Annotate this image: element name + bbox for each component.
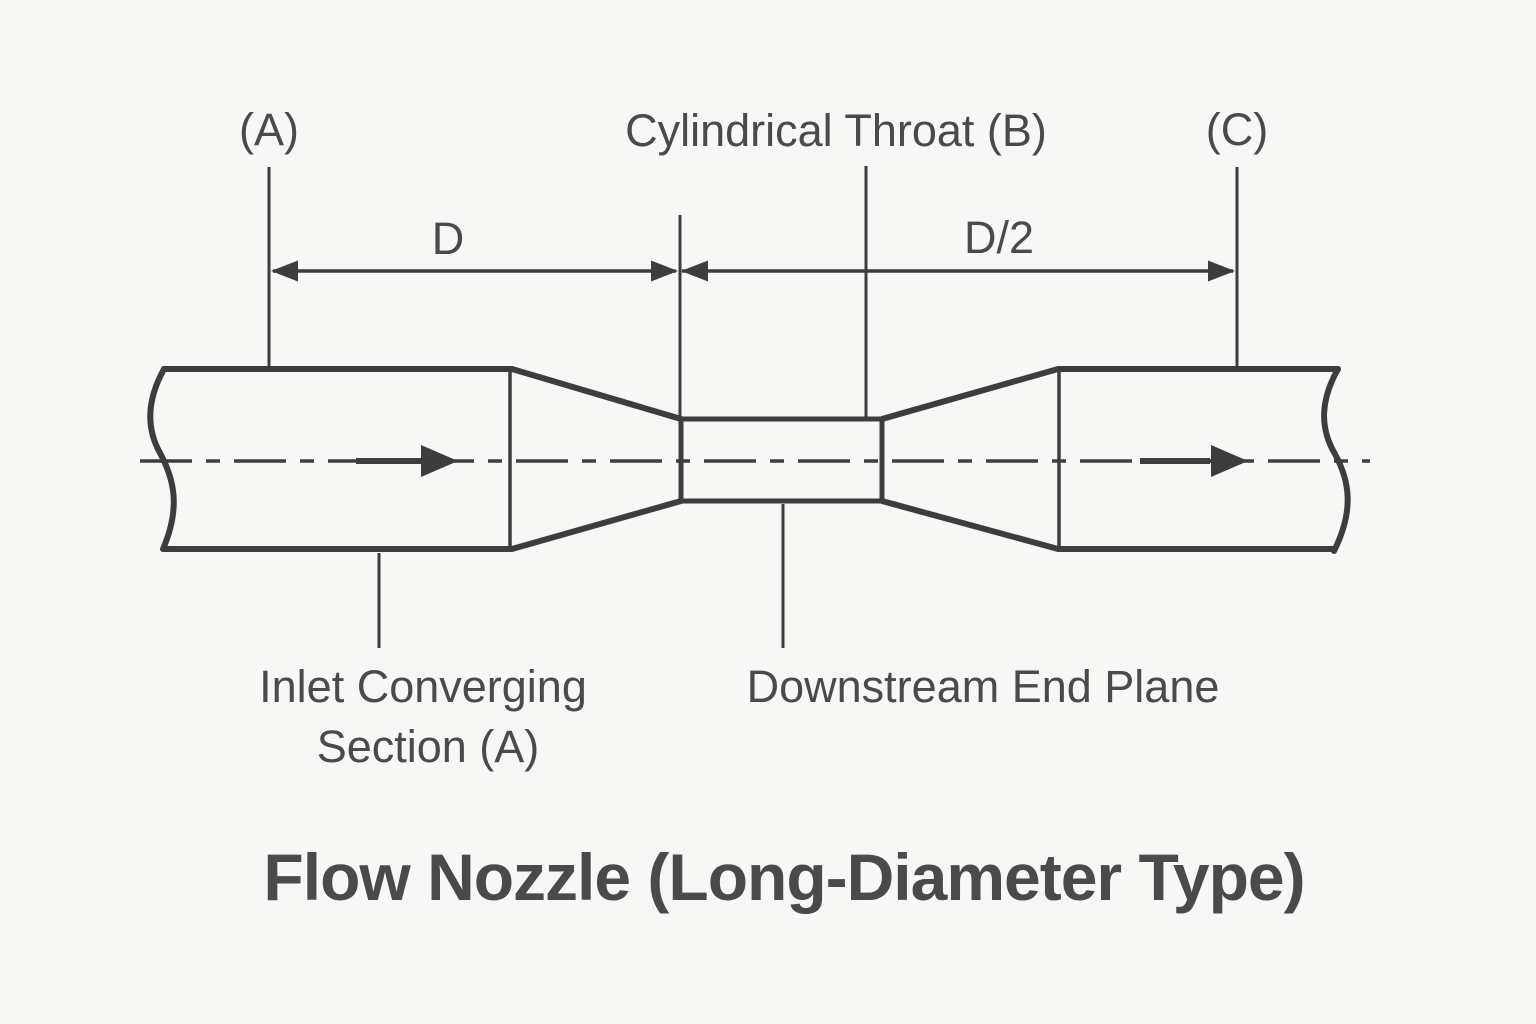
leader-lines — [267, 166, 1239, 648]
flow-arrow-left-head-icon — [421, 445, 458, 477]
flow-arrow-right-head-icon — [1211, 445, 1248, 477]
label-cylindrical-throat: Cylindrical Throat (B) — [625, 105, 1047, 156]
pipe-outline — [147, 366, 1351, 554]
left-pipe-bottom-wall — [161, 498, 684, 552]
diagram-labels: (A) Cylindrical Throat (B) (C) Inlet Con… — [239, 104, 1268, 772]
label-inlet-converging-line2: Section (A) — [317, 721, 540, 772]
flow-direction-arrow-left — [356, 445, 458, 477]
dimension-d-arrowhead-left-icon — [271, 260, 298, 282]
flow-direction-arrow-right — [1140, 445, 1248, 477]
left-pipe-top-wall — [161, 366, 684, 422]
dimension-d-half-label: D/2 — [964, 212, 1034, 263]
pipe-centerline-group — [140, 445, 1370, 477]
right-pipe-break-line — [1321, 366, 1351, 554]
label-inlet-converging-line1: Inlet Converging — [259, 661, 587, 712]
right-pipe-top-wall — [879, 366, 1341, 422]
label-downstream-end-plane: Downstream End Plane — [747, 661, 1220, 712]
diagram-title: Flow Nozzle (Long-Diameter Type) — [263, 840, 1304, 914]
dimension-d-half-arrowhead-right-icon — [1208, 260, 1235, 282]
label-point-a: (A) — [239, 104, 299, 155]
dimension-d-half-arrowhead-left-icon — [681, 260, 708, 282]
right-pipe-bottom-wall — [879, 498, 1337, 552]
dimension-d: D — [271, 213, 678, 282]
dimension-d-label: D — [432, 213, 465, 264]
dimension-d-half: D/2 — [681, 212, 1235, 282]
label-point-c: (C) — [1206, 104, 1268, 155]
dimension-d-arrowhead-right-icon — [651, 260, 678, 282]
left-pipe-break-line — [147, 366, 177, 552]
